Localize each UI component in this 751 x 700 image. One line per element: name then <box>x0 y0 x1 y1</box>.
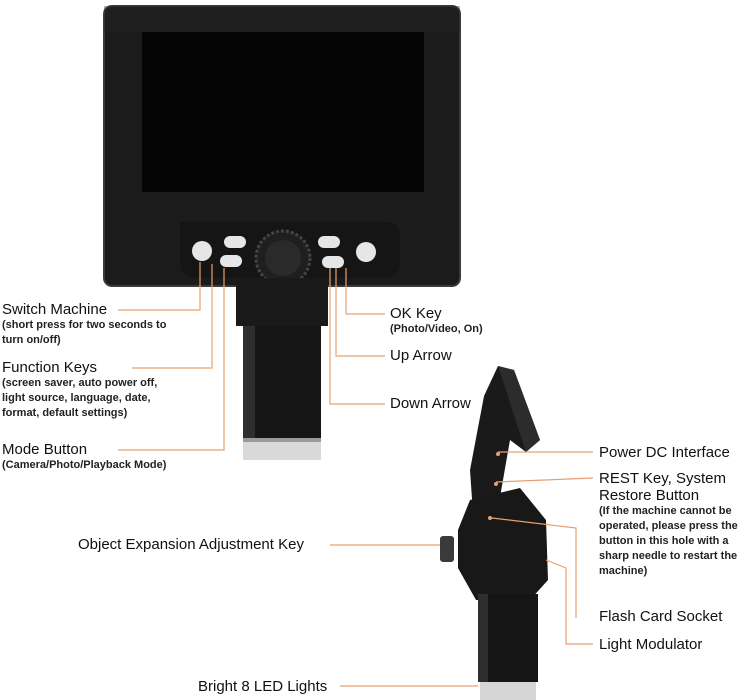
flash-leader <box>491 517 577 618</box>
switch-machine-label: Switch Machine (short press for two seco… <box>2 301 166 348</box>
mode-button-title: Mode Button <box>2 441 88 458</box>
switch-machine-desc-2: turn on/off) <box>2 334 61 346</box>
rest-key-desc-4: sharp needle to restart the <box>599 550 738 562</box>
ok-key-label: OK Key (Photo/Video, On) <box>390 305 483 337</box>
up-button[interactable] <box>356 242 376 262</box>
rest-key-desc-3: button in this hole with a <box>599 535 729 547</box>
up-leader <box>335 268 385 357</box>
light-leader <box>545 559 593 645</box>
down-button[interactable] <box>322 256 344 268</box>
function-leader <box>132 264 213 369</box>
ok-button[interactable] <box>318 236 340 248</box>
mode-leader <box>118 268 225 451</box>
power-button[interactable] <box>192 241 212 261</box>
up-arrow-label: Up Arrow <box>390 347 452 364</box>
monitor-screen <box>142 32 424 192</box>
function-keys-title: Function Keys <box>2 359 98 376</box>
neck <box>236 278 328 326</box>
switch-machine-desc-1: (short press for two seconds to <box>2 319 167 331</box>
rest-key-label: REST Key, System Restore Button (If the … <box>599 470 738 579</box>
function-keys-desc-1: (screen saver, auto power off, <box>2 377 158 389</box>
function-keys-desc-3: format, default settings) <box>2 407 128 419</box>
side-body <box>458 488 548 600</box>
rest-key-desc-5: machine) <box>599 565 648 577</box>
switch-leader <box>118 262 201 311</box>
front-microscope <box>103 5 461 460</box>
rest-key-desc-2: operated, please press the <box>599 520 738 532</box>
side-led <box>480 682 536 700</box>
function-button[interactable] <box>224 236 246 248</box>
led-lights-label: Bright 8 LED Lights <box>198 678 328 695</box>
side-knob[interactable] <box>440 536 454 562</box>
power-dc-label: Power DC Interface <box>599 444 730 461</box>
rest-key-title-1: REST Key, System <box>599 470 726 487</box>
down-arrow-label: Down Arrow <box>390 395 471 412</box>
light-modulator-label: Light Modulator <box>599 636 703 653</box>
function-keys-desc-2: light source, language, date, <box>2 392 151 404</box>
leader-lines <box>118 262 594 687</box>
mode-button[interactable] <box>220 255 242 267</box>
rest-leader <box>495 477 594 483</box>
mode-button-label: Mode Button (Camera/Photo/Playback Mode) <box>2 441 166 473</box>
rest-key-title-2: Restore Button <box>599 487 700 504</box>
ok-key-title: OK Key <box>390 305 442 322</box>
ok-key-desc-1: (Photo/Video, On) <box>390 323 483 335</box>
rest-key-desc-1: (If the machine cannot be <box>599 505 732 517</box>
object-expansion-label: Object Expansion Adjustment Key <box>78 536 304 553</box>
flash-card-label: Flash Card Socket <box>599 608 723 625</box>
mode-button-desc-1: (Camera/Photo/Playback Mode) <box>2 459 167 471</box>
ok-leader <box>345 268 385 315</box>
led-ring <box>243 438 321 460</box>
function-keys-label: Function Keys (screen saver, auto power … <box>2 359 157 421</box>
side-microscope <box>440 366 548 700</box>
switch-machine-title: Switch Machine <box>2 301 108 318</box>
lens-barrel <box>243 326 321 438</box>
down-leader <box>329 268 385 405</box>
